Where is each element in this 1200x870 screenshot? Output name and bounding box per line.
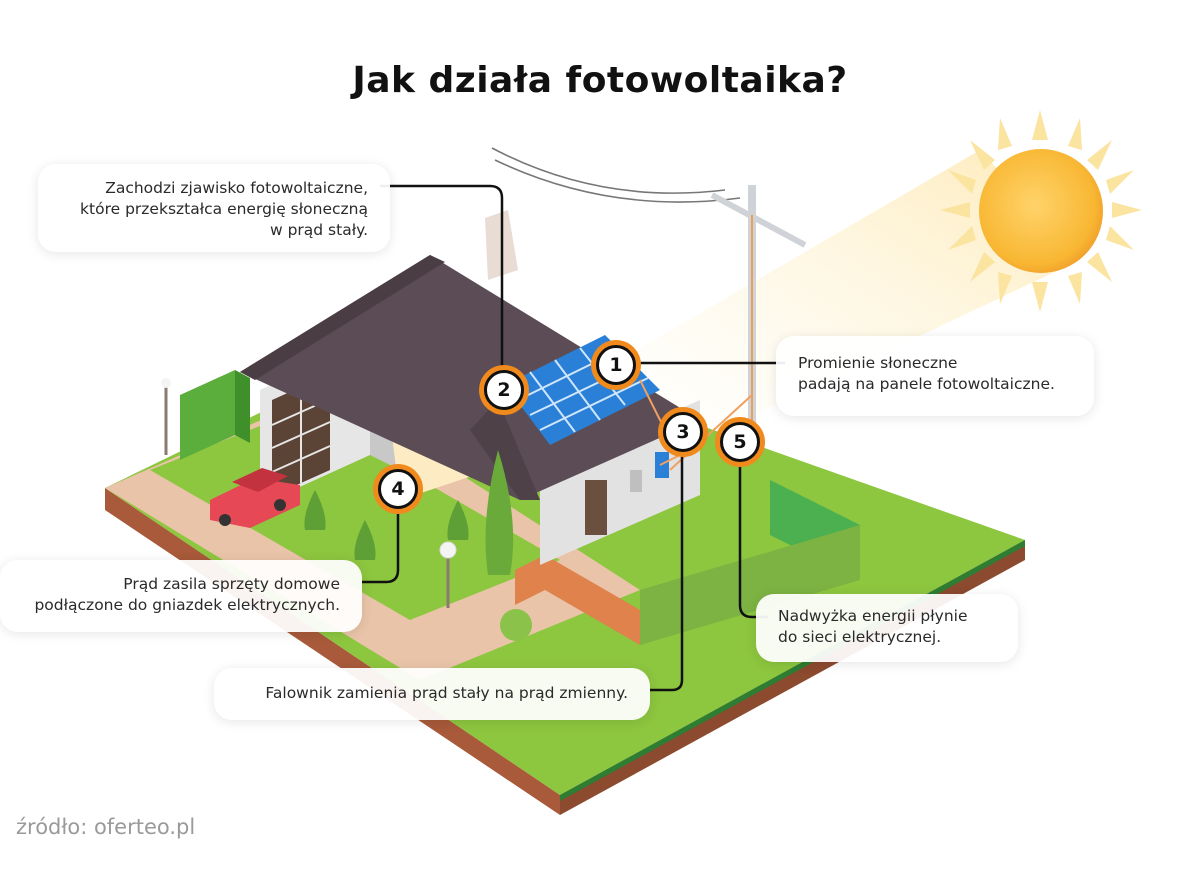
marker-step-2[interactable]: 2	[484, 370, 524, 410]
step-5-line-1: Nadwyżka energii płynie	[778, 607, 968, 625]
callout-step-3: Falownik zamienia prąd stały na prąd zmi…	[214, 668, 650, 720]
step-2-line-2: które przekształca energię słoneczną	[80, 200, 368, 218]
callout-step-2: Zachodzi zjawisko fotowoltaiczne, które …	[38, 164, 390, 252]
sun-icon	[940, 110, 1142, 312]
page-title: Jak działa fotowoltaika?	[352, 60, 848, 101]
source-credit: źródło: oferteo.pl	[16, 815, 196, 839]
connector-lines	[362, 184, 785, 692]
callout-step-1: Promienie słoneczne padają na panele fot…	[776, 336, 1094, 416]
step-3-line-1: Falownik zamienia prąd stały na prąd zmi…	[265, 684, 628, 702]
marker-step-3[interactable]: 3	[663, 412, 703, 452]
step-1-line-1: Promienie słoneczne	[798, 354, 958, 372]
marker-step-5[interactable]: 5	[720, 422, 760, 462]
step-5-line-2: do sieci elektrycznej.	[778, 628, 942, 646]
marker-step-4[interactable]: 4	[378, 469, 418, 509]
roof	[240, 210, 700, 500]
step-2-line-1: Zachodzi zjawisko fotowoltaiczne,	[105, 179, 368, 197]
step-1-line-2: padają na panele fotowoltaiczne.	[798, 375, 1055, 393]
garden-lamps	[161, 378, 457, 608]
marker-step-1[interactable]: 1	[596, 345, 636, 385]
step-4-line-1: Prąd zasila sprzęty domowe	[123, 575, 340, 593]
step-2-line-3: w prąd stały.	[269, 221, 368, 239]
sun-beam	[620, 150, 1080, 440]
car-icon	[210, 468, 300, 528]
callout-step-5: Nadwyżka energii płynie do sieci elektry…	[756, 594, 1018, 662]
callout-step-4: Prąd zasila sprzęty domowe podłączone do…	[0, 560, 362, 632]
meter-icon	[630, 470, 642, 492]
step-4-line-2: podłączone do gniazdek elektrycznych.	[34, 596, 340, 614]
trees	[304, 450, 532, 641]
